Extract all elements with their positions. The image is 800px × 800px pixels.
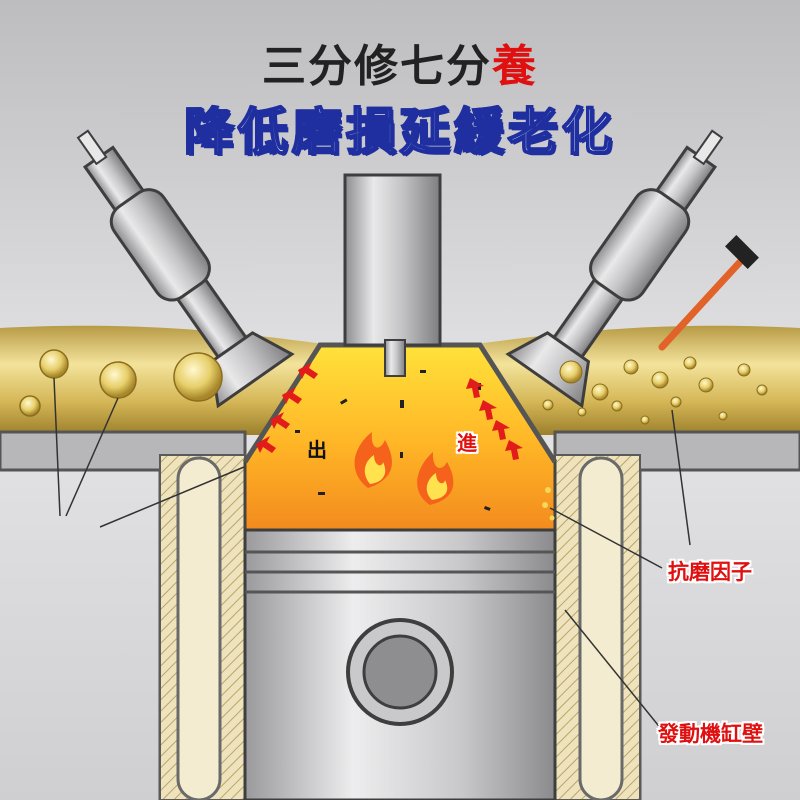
fire-icon — [354, 432, 392, 488]
fire-icon — [417, 452, 454, 505]
exhaust-label: 出 — [307, 438, 327, 462]
anti-wear-label: 抗磨因子 — [668, 560, 752, 584]
right-cylinder-wall — [553, 430, 800, 800]
title-line-1: 三分修七分養 — [0, 30, 800, 94]
exhaust-arrows — [256, 362, 318, 453]
hammer-icon — [658, 235, 759, 351]
cylinder-wall-label: 發動機缸壁 — [658, 722, 763, 746]
piston — [243, 528, 557, 800]
left-cylinder-wall — [0, 430, 247, 800]
title-line-2: 降低磨損延緩老化 — [183, 102, 616, 162]
intake-valve — [505, 129, 724, 409]
leader-lines — [53, 377, 691, 731]
title-highlight: 養 — [492, 41, 538, 92]
title-main: 三分修七分 — [262, 41, 492, 92]
intake-label: 進 — [457, 431, 477, 455]
intake-arrows — [466, 378, 523, 460]
spark-plug — [343, 173, 442, 377]
anti-wear-bubbles — [19, 349, 768, 521]
